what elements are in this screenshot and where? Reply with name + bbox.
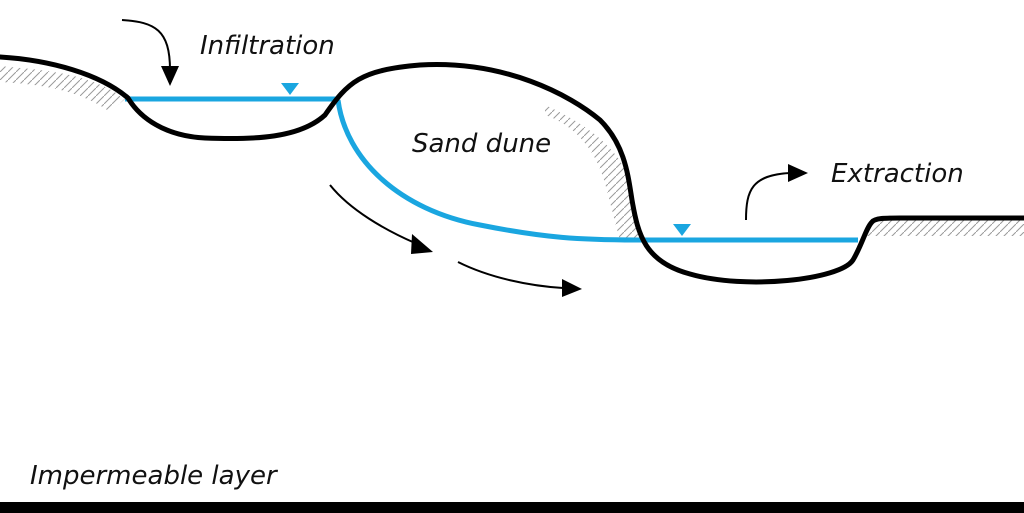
infiltration-label: Infiltration: [200, 31, 335, 61]
infiltration-arrowhead: [161, 66, 179, 86]
flow-arrow-upper: [329, 184, 416, 244]
flow-arrow-lower-head: [562, 279, 582, 297]
extraction-arrowhead: [788, 164, 808, 182]
impermeable-layer-band: [0, 502, 1024, 513]
impermeable-layer-label: Impermeable layer: [30, 461, 279, 491]
extraction-label: Extraction: [831, 159, 964, 189]
right-water-level-icon: [673, 224, 691, 236]
extraction-arrow: [745, 172, 791, 221]
left-water-level-icon: [281, 83, 299, 95]
flow-arrow-lower: [457, 261, 564, 289]
flow-arrow-upper-head: [411, 234, 433, 254]
soil-hatch-right: [866, 219, 1024, 236]
ground-surface-line: [0, 54, 1024, 285]
groundwater-table-line: [335, 99, 641, 243]
soil-hatch-dune: [545, 105, 642, 240]
sand-dune-label: Sand dune: [412, 129, 551, 159]
soil-hatch-left: [0, 66, 125, 112]
infiltration-arrow: [121, 19, 171, 71]
